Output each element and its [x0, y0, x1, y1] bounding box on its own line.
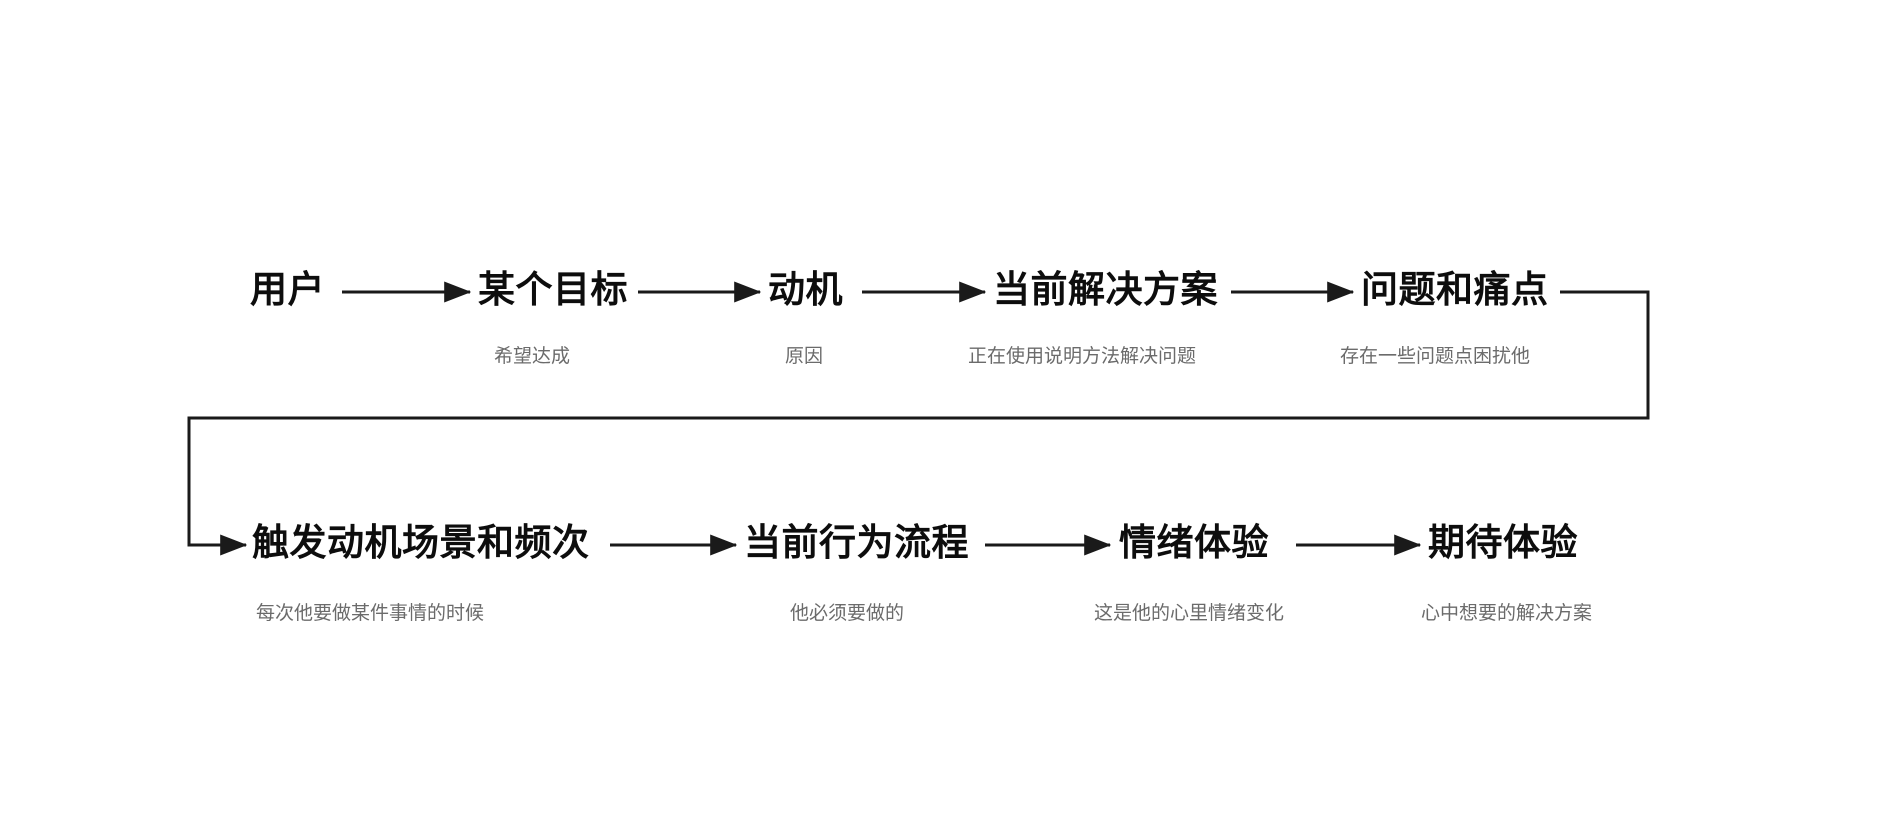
node-label-expected-experience[interactable]: 期待体验 [1428, 522, 1578, 563]
node-label-motivation[interactable]: 动机 [768, 269, 843, 310]
node-caption-emotional-experience: 这是他的心里情绪变化 [1094, 603, 1285, 624]
node-label-user[interactable]: 用户 [250, 269, 325, 310]
node-caption-current-behavior-flow: 他必须要做的 [790, 603, 905, 624]
node-label-current-solution[interactable]: 当前解决方案 [993, 269, 1218, 310]
node-caption-motivation: 原因 [785, 346, 824, 367]
node-label-problems-pain-points[interactable]: 问题和痛点 [1361, 269, 1549, 310]
node-label-emotional-experience[interactable]: 情绪体验 [1119, 522, 1269, 563]
node-caption-goal: 希望达成 [494, 346, 571, 367]
node-caption-current-solution: 正在使用说明方法解决问题 [968, 346, 1197, 367]
node-caption-expected-experience: 心中想要的解决方案 [1421, 603, 1593, 624]
wrap-connector-path [187, 290, 1650, 556]
node-label-current-behavior-flow[interactable]: 当前行为流程 [744, 522, 969, 563]
node-caption-problems-pain-points: 存在一些问题点困扰他 [1340, 346, 1531, 367]
node-caption-trigger-scenario-frequency: 每次他要做某件事情的时候 [256, 603, 485, 624]
node-label-trigger-scenario-frequency[interactable]: 触发动机场景和频次 [252, 522, 590, 563]
node-label-goal[interactable]: 某个目标 [478, 269, 628, 310]
